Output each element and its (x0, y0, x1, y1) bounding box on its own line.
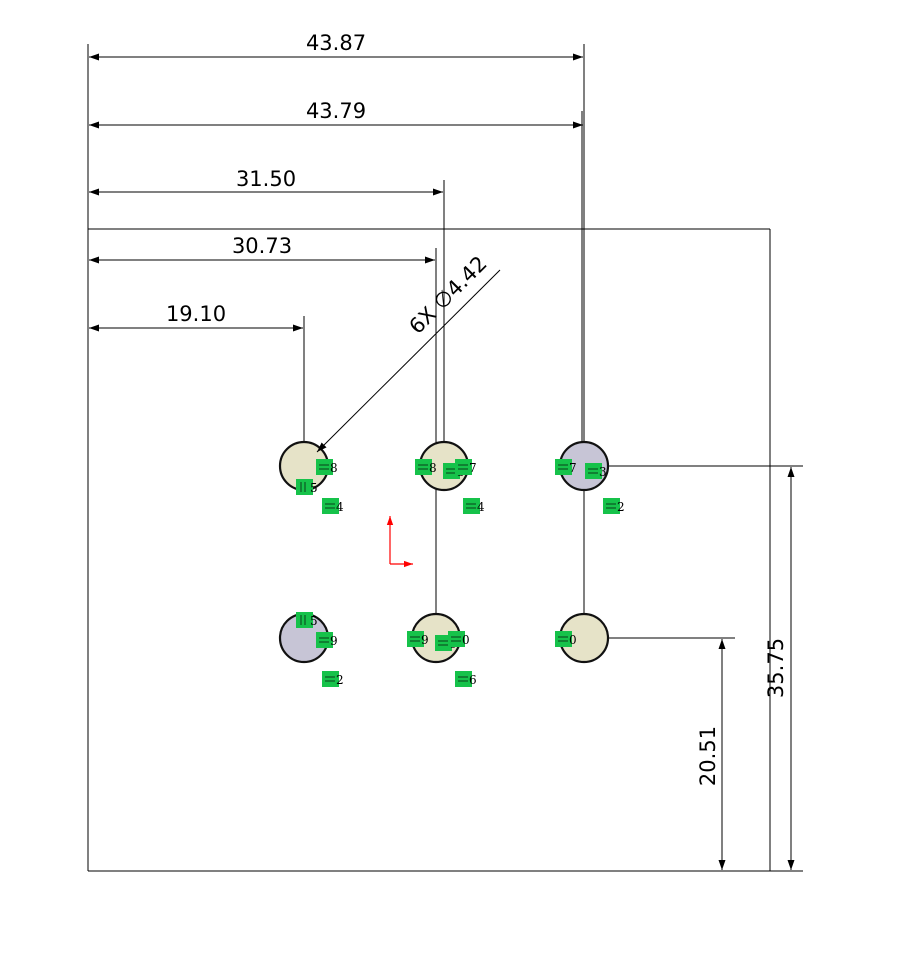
constraint-tag-box (407, 631, 424, 647)
constraint-tag-box (322, 498, 339, 514)
equal-constraint-icon (588, 468, 598, 474)
equal-constraint-icon (325, 676, 335, 682)
constraint-tag-number: 3 (599, 465, 607, 479)
constraint-tag[interactable]: 8 (415, 459, 437, 475)
origin-axis-icon (386, 516, 413, 568)
constraint-tag[interactable]: 5 (296, 612, 318, 628)
constraint-tag-number: 5 (310, 481, 318, 495)
constraint-tag[interactable]: 4 (322, 498, 344, 514)
constraint-tag-number: 7 (469, 461, 477, 475)
constraint-tag[interactable]: 2 (603, 498, 625, 514)
equal-constraint-icon (438, 640, 448, 646)
constraint-tag-number: 8 (429, 461, 437, 475)
equal-constraint-icon (319, 637, 329, 643)
constraint-tag[interactable]: 6 (455, 671, 477, 687)
constraint-tag-box (448, 631, 465, 647)
constraint-tag[interactable]: 9 (316, 632, 338, 648)
constraint-tag-number: 4 (336, 500, 344, 514)
constraint-tag[interactable]: 4 (463, 498, 485, 514)
constraint-tag-box (555, 459, 572, 475)
dim-text-30-73[interactable]: 30.73 (232, 234, 292, 258)
equal-constraint-icon (558, 636, 568, 642)
constraint-tag-number: 9 (330, 634, 338, 648)
constraint-tag-number: 0 (569, 633, 577, 647)
constraint-tag-box (415, 459, 432, 475)
vertical-dimensions (718, 467, 795, 870)
constraint-tag-number: 4 (477, 500, 485, 514)
equal-constraint-icon (325, 503, 335, 509)
constraint-tag-box (316, 632, 333, 648)
equal-constraint-icon (606, 503, 616, 509)
constraint-tag-number: 6 (469, 673, 477, 687)
constraint-tag-number: 5 (310, 614, 318, 628)
equal-constraint-icon (418, 464, 428, 470)
constraint-tag[interactable]: 7 (455, 459, 477, 475)
equal-constraint-icon (410, 636, 420, 642)
dim-text-31-50[interactable]: 31.50 (236, 167, 296, 191)
constraint-tag-box (316, 459, 333, 475)
horizontal-dimensions (89, 53, 583, 332)
equal-constraint-icon (558, 464, 568, 470)
equal-constraint-icon (458, 464, 468, 470)
parallel-constraint-icon (300, 615, 306, 625)
constraint-tag-box (455, 671, 472, 687)
parallel-constraint-icon (300, 482, 306, 492)
dim-text-20-51[interactable]: 20.51 (696, 726, 720, 786)
equal-constraint-icon (451, 636, 461, 642)
callout-leader-line (316, 269, 501, 453)
constraint-tag[interactable]: 9 (407, 631, 429, 647)
constraint-tag-number: 0 (462, 633, 470, 647)
hole-callout-text[interactable]: 6X ∅4.42 (404, 251, 491, 338)
constraint-tag[interactable]: 5 (296, 479, 318, 495)
dim-text-35-75[interactable]: 35.75 (764, 638, 788, 698)
constraint-tag-box (603, 498, 620, 514)
equal-constraint-icon (319, 464, 329, 470)
equal-constraint-icon (458, 676, 468, 682)
constraint-tag-box (322, 671, 339, 687)
constraint-tag[interactable]: 3 (585, 463, 607, 479)
dim-text-43-79[interactable]: 43.79 (306, 99, 366, 123)
constraint-tag-number: 9 (421, 633, 429, 647)
constraint-tag-number: 7 (569, 461, 577, 475)
constraint-tag-box (455, 459, 472, 475)
dim-text-43-87[interactable]: 43.87 (306, 31, 366, 55)
constraint-tags: 854837473259296060 (296, 459, 625, 687)
constraint-tag-box (435, 635, 452, 651)
constraint-tag-number: 2 (617, 500, 625, 514)
constraint-tag[interactable]: 7 (555, 459, 577, 475)
hole-callout: 6X ∅4.42 (316, 251, 501, 453)
constraint-tag[interactable]: 2 (322, 671, 344, 687)
constraint-tag-number: 2 (336, 673, 344, 687)
equal-constraint-icon (446, 468, 456, 474)
equal-constraint-icon (466, 503, 476, 509)
constraint-tag[interactable]: 8 (316, 459, 338, 475)
dim-text-19-10[interactable]: 19.10 (166, 302, 226, 326)
constraint-tag-box (555, 631, 572, 647)
constraint-tag-box (585, 463, 602, 479)
constraint-tag-box (463, 498, 480, 514)
constraint-tag[interactable]: 0 (448, 631, 470, 647)
constraint-tag-number: 8 (330, 461, 338, 475)
constraint-tag[interactable]: 0 (555, 631, 577, 647)
